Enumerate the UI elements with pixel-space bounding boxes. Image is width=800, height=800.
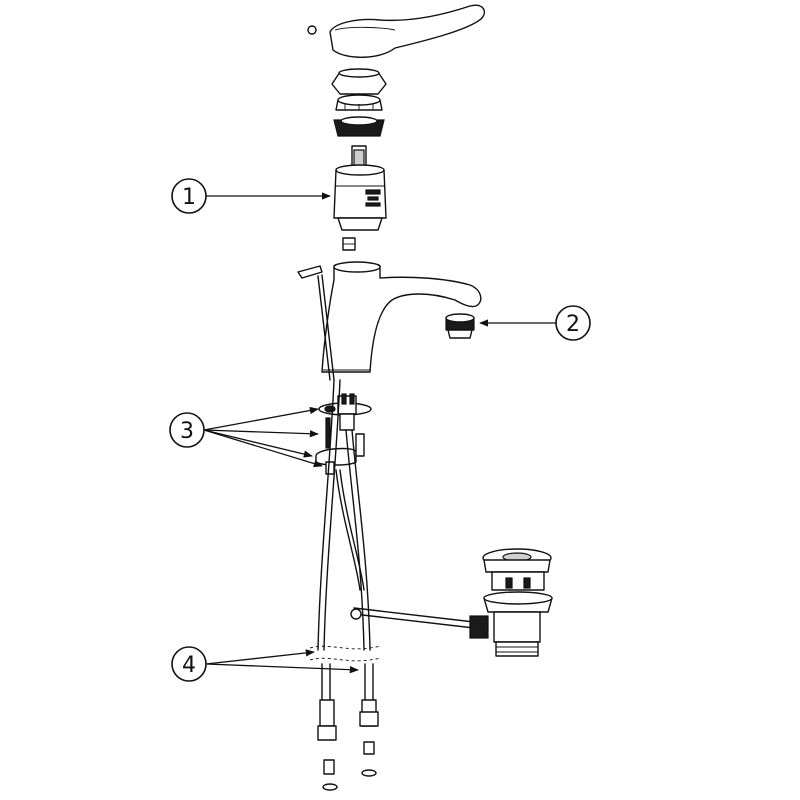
callout-1: 1 (171, 178, 207, 214)
flexible-hoses (309, 379, 381, 791)
callout-4: 4 (171, 646, 207, 682)
fixing-kit (315, 393, 372, 475)
callout-label: 4 (182, 653, 196, 678)
threaded-nut (335, 94, 383, 111)
callout-label: 1 (182, 185, 196, 210)
pop-up-rod (297, 265, 335, 381)
faucet-body (321, 261, 482, 373)
cap-ring (331, 68, 387, 95)
pop-up-waste (350, 548, 553, 657)
callout-3: 3 (169, 412, 205, 448)
callout-2: 2 (555, 305, 591, 341)
aerator (445, 313, 475, 339)
callout-label: 2 (566, 312, 580, 337)
cartridge (333, 145, 387, 231)
sleeve (333, 116, 385, 137)
leader-lines (203, 192, 556, 674)
connector (342, 237, 356, 251)
callout-label: 3 (180, 419, 194, 444)
lever-handle (307, 4, 486, 58)
